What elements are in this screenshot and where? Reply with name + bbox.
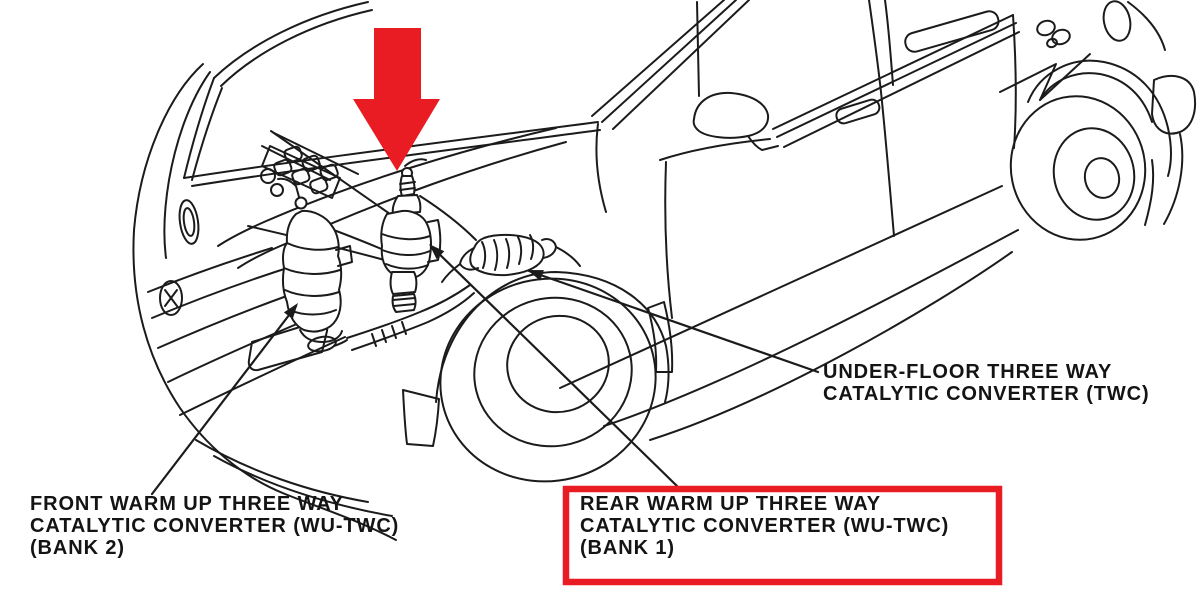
label-rear-line2: CATALYTIC CONVERTER (WU-TWC) [580,515,949,537]
arrowhead-rear [429,244,445,260]
leader-line-front [150,304,298,496]
label-underfloor-line1: UNDER-FLOOR THREE WAY [823,361,1112,383]
leader-line-rear [429,244,679,488]
arrowhead-front [283,303,298,319]
label-front-wu-twc: FRONT WARM UP THREE WAY CATALYTIC CONVER… [30,493,399,559]
rear-door-handle [904,10,1000,53]
leader-lines [150,244,820,496]
label-rear-line1: REAR WARM UP THREE WAY [580,493,881,515]
label-front-line2: CATALYTIC CONVERTER (WU-TWC) [30,515,399,537]
vehicle-line-art [132,0,1197,541]
callout-arrowheads [283,244,544,319]
highlight-down-arrow-icon [353,28,440,171]
front-door-handle [835,98,881,125]
label-underfloor-line2: CATALYTIC CONVERTER (TWC) [823,383,1150,405]
body-side [559,0,1132,441]
rear-wheel [1009,95,1147,241]
rear-quarter [999,1,1197,226]
label-front-line3: (BANK 2) [30,537,125,559]
wiper [261,132,359,181]
intake-manifold [260,145,339,197]
label-front-line1: FRONT WARM UP THREE WAY [30,493,344,515]
side-mirror [692,91,770,139]
fuel-door [1102,0,1132,42]
windshield-roof [183,0,750,213]
label-rear-line3: (BANK 1) [580,537,675,559]
front-warmup-converter [277,177,353,353]
highlight-box [562,485,1003,586]
leader-line-underfloor [527,269,820,374]
label-under-floor-twc: UNDER-FLOOR THREE WAY CATALYTIC CONVERTE… [823,361,1150,405]
emblem [159,280,183,316]
under-floor-converter [441,233,581,283]
rear-warmup-converter [380,158,442,313]
front-wheel [402,271,674,483]
headlight [178,199,200,245]
label-rear-wu-twc: REAR WARM UP THREE WAY CATALYTIC CONVERT… [580,493,949,559]
arrowhead-underfloor [527,270,544,281]
